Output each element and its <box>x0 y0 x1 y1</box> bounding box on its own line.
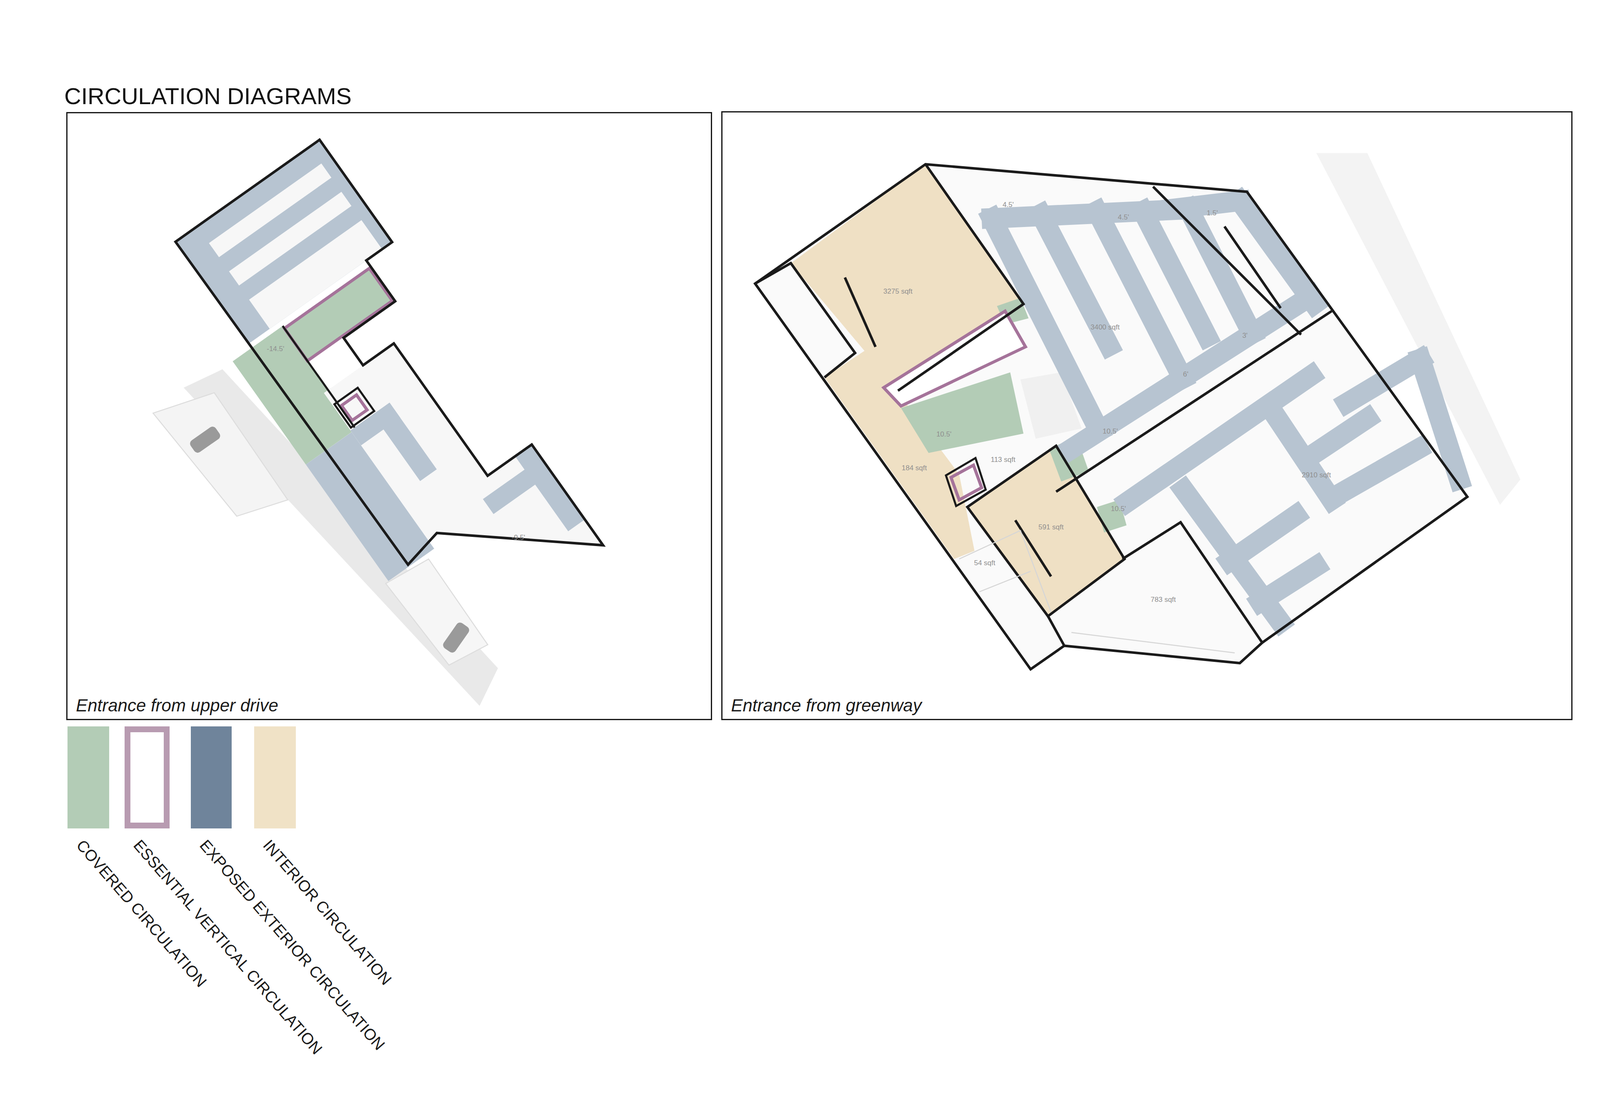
area-label: 4.5' <box>1002 200 1014 210</box>
legend-swatch <box>254 726 296 829</box>
legend-swatch <box>67 726 110 829</box>
area-label: 184 sqft <box>901 464 928 473</box>
area-label: 591 sqft <box>1038 523 1064 532</box>
area-label: 3275 sqft <box>883 287 913 296</box>
legend-swatch <box>190 726 232 829</box>
area-label: 3' <box>1242 331 1248 340</box>
plan-panel: Entrance from greenway <box>721 111 1573 721</box>
area-label: 4.5' <box>1117 213 1130 222</box>
plan-panel: Entrance from upper drive <box>66 112 713 721</box>
area-label: -9.5' <box>511 533 526 543</box>
area-label: 10.5' <box>936 430 952 439</box>
legend-swatch <box>124 726 170 829</box>
area-label: 3400 sqft <box>1090 323 1120 332</box>
area-label: 54 sqft <box>974 559 996 568</box>
area-label: 113 sqft <box>990 455 1016 465</box>
greenway-plan <box>755 152 1521 670</box>
area-label: 783 sqft <box>1150 595 1177 605</box>
area-label: 10.5' <box>1110 505 1126 514</box>
area-label: 10.5' <box>1102 427 1118 436</box>
area-label: 2910 sqft <box>1301 471 1331 480</box>
panel-caption: Entrance from upper drive <box>74 695 280 716</box>
panel-caption: Entrance from greenway <box>729 695 924 716</box>
legend-text: INTERIOR CIRCULATION <box>260 837 395 989</box>
area-label: 1.5' <box>1206 209 1218 218</box>
upper-drive-plan <box>152 140 606 707</box>
area-label: -14.5' <box>266 345 285 354</box>
diagram-title: CIRCULATION DIAGRAMS <box>64 82 352 110</box>
area-label: 6' <box>1182 370 1189 379</box>
